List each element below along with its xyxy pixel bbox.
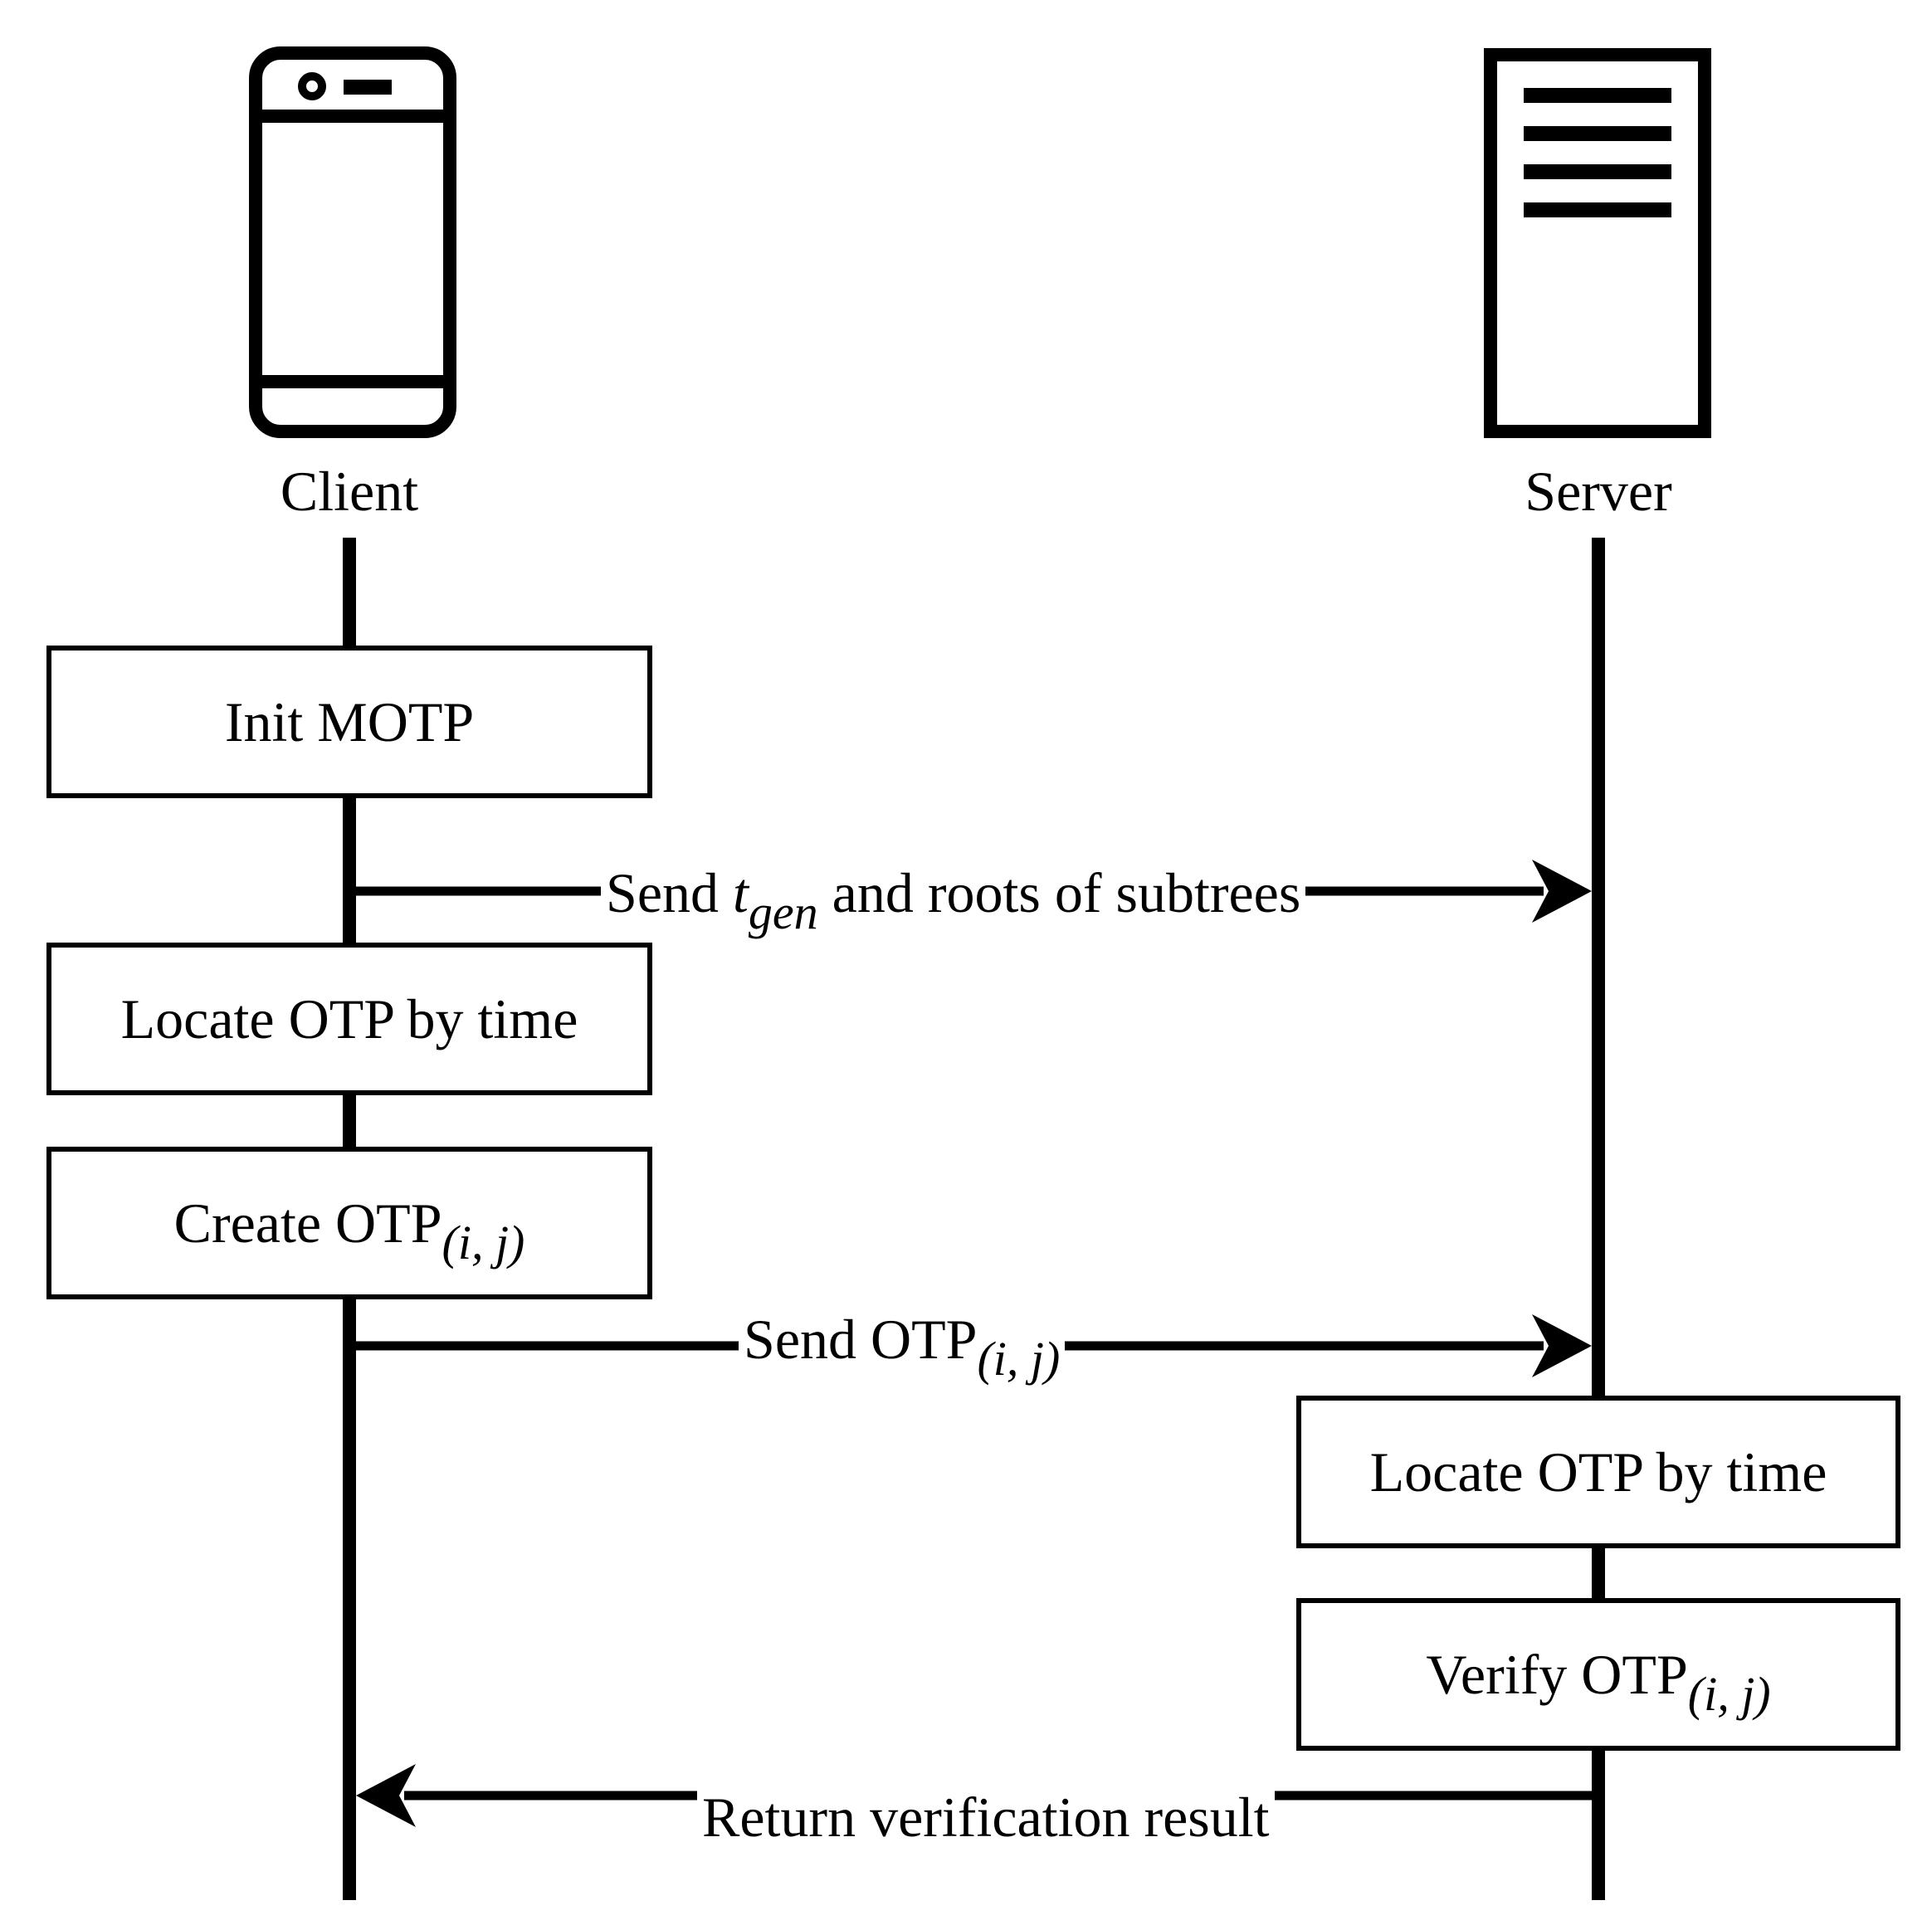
send-otp-message: Send OTP(i, j): [739, 1311, 1066, 1383]
server-locate-otp-label: Locate OTP by time: [1369, 1440, 1827, 1503]
server-icon: [1484, 48, 1711, 438]
init-motp-box: Init MOTP: [46, 646, 652, 798]
send-otp-subscript: (i, j): [977, 1332, 1061, 1386]
client-locate-otp-box: Locate OTP by time: [46, 943, 652, 1095]
return-result-message: Return verification result: [697, 1789, 1275, 1845]
send-roots-before: Send: [606, 861, 719, 924]
create-otp-box: Create OTP(i, j): [46, 1147, 652, 1299]
client-label: Client: [280, 460, 419, 523]
send-otp-text: Send OTP: [744, 1308, 978, 1371]
verify-otp-label: Verify OTP(i, j): [1426, 1642, 1770, 1718]
create-otp-subscript: (i, j): [442, 1215, 525, 1269]
verify-otp-box: Verify OTP(i, j): [1296, 1598, 1900, 1751]
send-roots-after: and roots of subtrees: [832, 861, 1301, 924]
send-roots-var: t: [733, 861, 749, 924]
create-otp-label: Create OTP(i, j): [173, 1191, 525, 1267]
verify-otp-text: Verify OTP: [1426, 1642, 1688, 1706]
send-roots-message: Send tgen and roots of subtrees: [601, 865, 1306, 937]
server-label: Server: [1525, 460, 1672, 523]
verify-otp-subscript: (i, j): [1687, 1666, 1771, 1721]
init-motp-label: Init MOTP: [224, 690, 475, 753]
server-locate-otp-box: Locate OTP by time: [1296, 1396, 1900, 1548]
send-roots-var-sub: gen: [748, 885, 818, 940]
smartphone-icon: [249, 46, 456, 438]
client-locate-otp-label: Locate OTP by time: [120, 987, 578, 1050]
create-otp-text: Create OTP: [173, 1191, 442, 1255]
